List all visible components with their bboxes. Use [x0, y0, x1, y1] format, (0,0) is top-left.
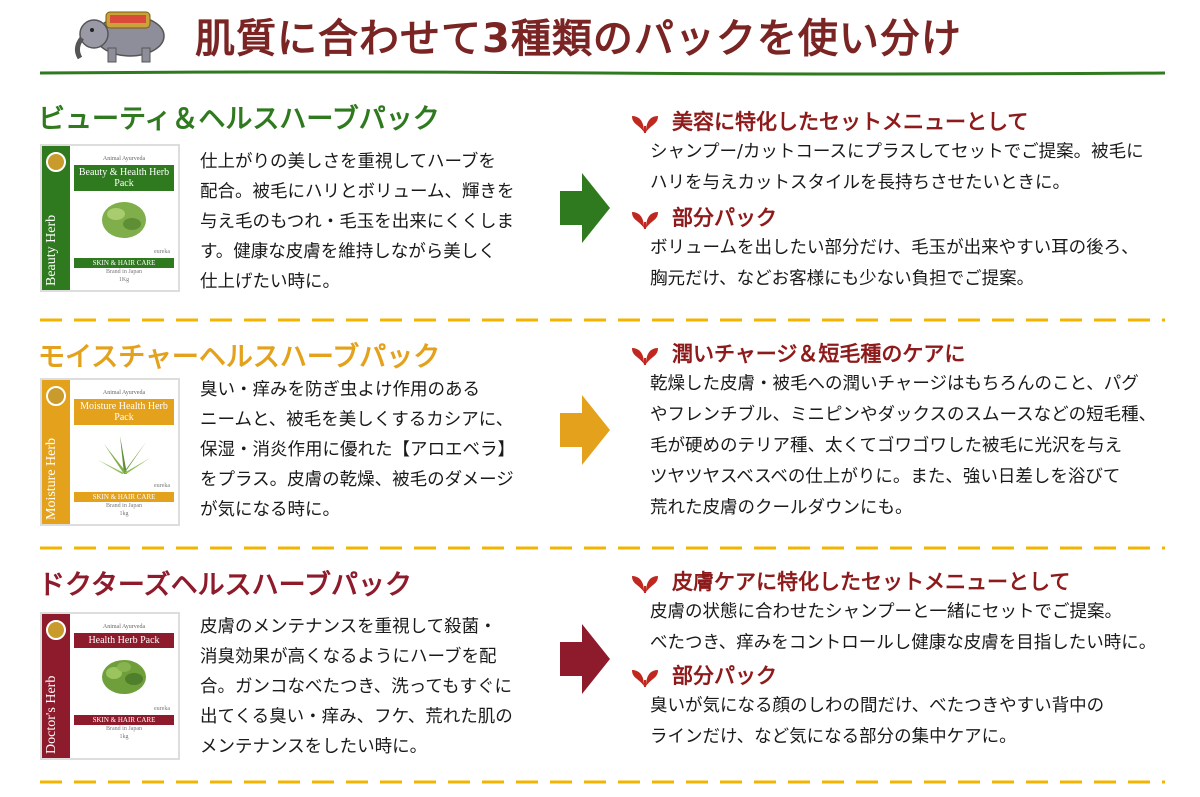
point-heading: 部分パック	[630, 661, 1195, 691]
product-brand: eureka	[154, 706, 170, 712]
section-title: ビューティ＆ヘルスハーブパック	[38, 104, 440, 135]
arrow-right-icon	[560, 624, 610, 694]
aloe-plant-icon	[98, 436, 150, 474]
section-description: 皮膚のメンテナンスを重視して殺菌・ 消臭効果が高くなるようにハーブを配 合。ガン…	[200, 617, 513, 757]
leaf-icon	[632, 576, 658, 593]
point-heading: 皮膚ケアに特化したセットメニューとして	[630, 567, 1195, 597]
product-band-label: Moisture Herb	[44, 437, 59, 520]
elephant-icon	[74, 11, 165, 63]
page-title: 肌質に合わせて3種類のパックを使い分け	[195, 16, 962, 62]
point-heading: 潤いチャージ＆短毛種のケアに	[630, 339, 1195, 369]
leaf-icon	[632, 116, 658, 133]
point-text: 乾燥した皮膚・被毛への潤いチャージはもちろんのこと、パグ やフレンチブル、ミニピ…	[650, 374, 1157, 518]
product-image: Beauty Herb Animal Ayurveda Beauty & Hea…	[40, 144, 180, 292]
product-image: Doctor's Herb Animal Ayurveda Health Her…	[40, 612, 180, 760]
herb-leaf-icon	[102, 660, 146, 694]
brand-logo-icon	[46, 620, 66, 640]
point-text: 皮膚の状態に合わせたシャンプーと一緒にセットでご提案。 べたつき、痒みをコントロ…	[650, 602, 1157, 653]
product-weight: 1kg	[119, 511, 129, 517]
leaf-icon	[632, 212, 658, 229]
product-origin: Brand in Japan	[106, 503, 142, 509]
product-band-label: Doctor's Herb	[44, 675, 59, 754]
product-care: SKIN & HAIR CARE	[74, 715, 174, 725]
point-text: 臭いが気になる顔のしわの間だけ、べたつきやすい背中の ラインだけ、など気になる部…	[650, 696, 1105, 747]
arrow-right-icon	[560, 173, 610, 243]
brand-logo-icon	[46, 386, 66, 406]
product-band-label: Beauty Herb	[44, 214, 59, 286]
title-underline	[40, 70, 1165, 76]
leaf-icon	[632, 670, 658, 687]
product-name: Moisture Health Herb Pack	[74, 399, 174, 425]
section-description: 臭い・痒みを防ぎ虫よけ作用のある ニームと、被毛を美しくするカシアに、 保湿・消…	[200, 380, 515, 520]
brand-logo-icon	[46, 152, 66, 172]
point-text: シャンプー/カットコースにプラスしてセットでご提案。被毛に ハリを与えカットスタ…	[650, 142, 1144, 193]
section-description: 仕上がりの美しさを重視してハーブを 配合。被毛にハリとボリューム、輝きを 与え毛…	[200, 152, 515, 292]
arrow-right-icon	[560, 395, 610, 465]
section-divider	[40, 780, 1165, 784]
section-title: ドクターズヘルスハーブパック	[38, 570, 412, 601]
point-text: ボリュームを出したい部分だけ、毛玉が出来やすい耳の後ろ、 胸元だけ、などお客様に…	[650, 238, 1139, 289]
product-care: SKIN & HAIR CARE	[74, 492, 174, 502]
product-care: SKIN & HAIR CARE	[74, 258, 174, 268]
product-weight: 1Kg	[118, 277, 130, 283]
header: 肌質に合わせて3種類のパックを使い分け	[0, 0, 1200, 76]
section-title: モイスチャーヘルスハーブパック	[38, 342, 441, 373]
point-heading: 美容に特化したセットメニューとして	[630, 107, 1195, 137]
herb-leaf-icon	[102, 202, 146, 238]
point-heading: 部分パック	[630, 203, 1195, 233]
product-image: Moisture Herb Animal Ayurveda Moisture H…	[40, 378, 180, 526]
product-brand: eureka	[154, 483, 170, 489]
product-name: Health Herb Pack	[74, 633, 174, 648]
section-divider	[40, 546, 1165, 550]
product-brandline: Animal Ayurveda	[102, 624, 146, 630]
product-weight: 1kg	[119, 734, 129, 740]
section-divider	[40, 318, 1165, 322]
product-brandline: Animal Ayurveda	[102, 390, 146, 396]
product-brand: eureka	[154, 249, 170, 255]
product-origin: Brand in Japan	[106, 269, 142, 275]
leaf-icon	[632, 348, 658, 365]
product-origin: Brand in Japan	[106, 726, 142, 732]
product-name: Beauty & Health Herb Pack	[74, 165, 174, 191]
product-brandline: Animal Ayurveda	[102, 156, 146, 162]
